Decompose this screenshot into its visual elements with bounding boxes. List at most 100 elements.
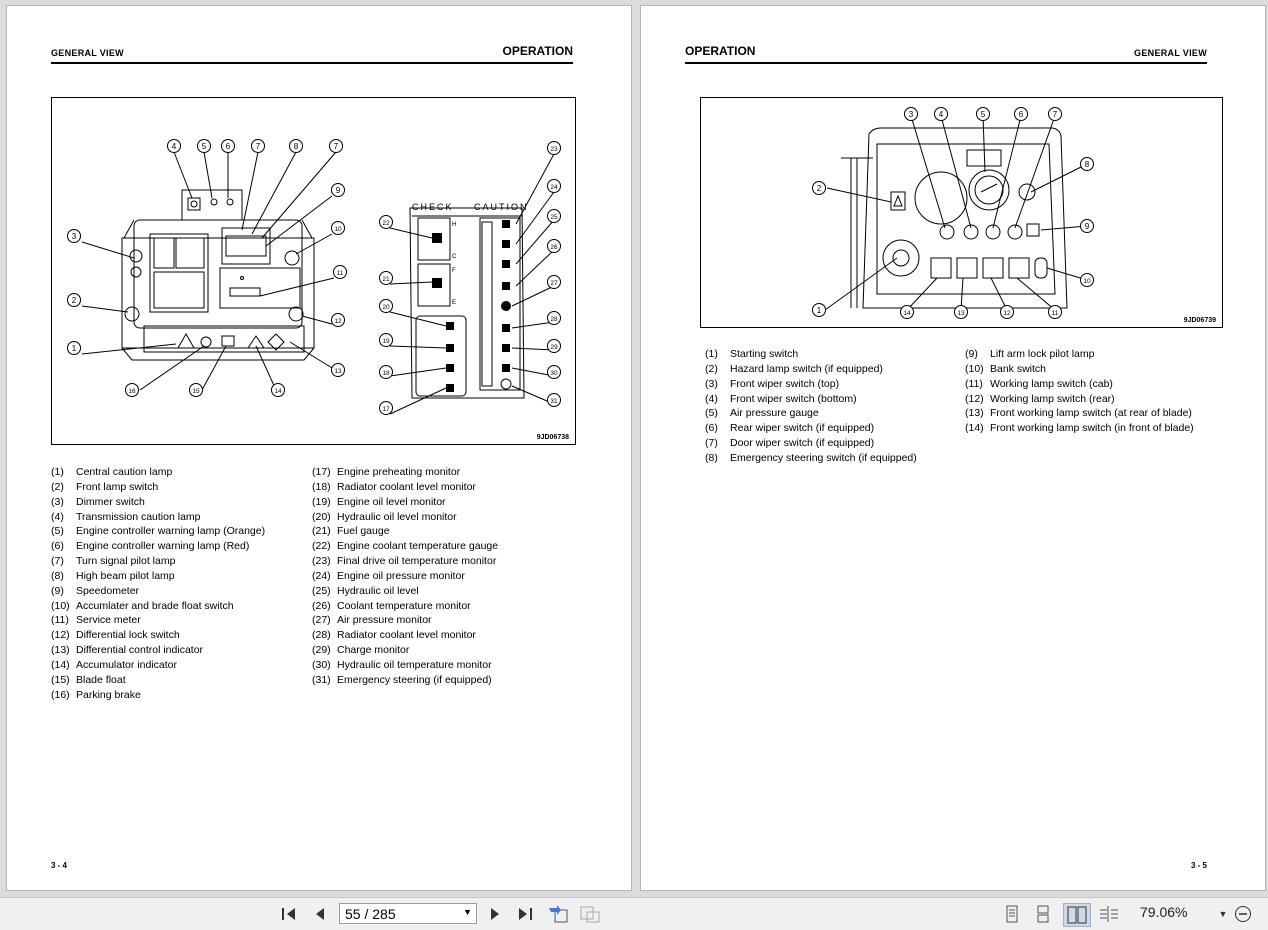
legend-item: (8)High beam pilot lamp bbox=[51, 569, 265, 584]
legend-item: (17)Engine preheating monitor bbox=[312, 465, 498, 480]
legend-text: Charge monitor bbox=[337, 644, 410, 657]
legend-text: Air pressure monitor bbox=[337, 614, 432, 627]
legend-item: (1)Central caution lamp bbox=[51, 465, 265, 480]
legend-text: Blade float bbox=[76, 673, 126, 686]
legend-number: (8) bbox=[705, 451, 718, 464]
legend-text: Hydraulic oil level bbox=[337, 584, 419, 597]
legend-text: Radiator coolant level monitor bbox=[337, 480, 476, 493]
legend-item: (29)Charge monitor bbox=[312, 643, 498, 658]
callout-number: 2 bbox=[817, 184, 822, 193]
legend-text: Differential lock switch bbox=[76, 629, 180, 642]
first-page-button[interactable] bbox=[278, 903, 300, 925]
legend-text: Hazard lamp switch (if equipped) bbox=[730, 362, 883, 375]
callout-circle bbox=[331, 363, 345, 377]
legend-item: (12)Working lamp switch (rear) bbox=[965, 392, 1194, 407]
callout-number: 28 bbox=[550, 316, 558, 323]
callout-circle bbox=[904, 107, 918, 121]
legend-text: Fuel gauge bbox=[337, 525, 390, 538]
legend-number: (28) bbox=[312, 629, 331, 642]
legend-column-2: (9)Lift arm lock pilot lamp(10)Bank swit… bbox=[965, 347, 1194, 436]
callout-circle bbox=[251, 139, 265, 153]
callout-circle bbox=[271, 383, 285, 397]
callout-circle bbox=[812, 181, 826, 195]
callout-circle bbox=[167, 139, 181, 153]
callout-number: 7 bbox=[334, 142, 339, 151]
two-page-continuous-view-button[interactable] bbox=[1097, 903, 1121, 925]
go-back-icon bbox=[549, 905, 568, 923]
legend-text: Final drive oil temperature monitor bbox=[337, 555, 497, 568]
continuous-view-button[interactable] bbox=[1032, 903, 1054, 925]
callout-circle bbox=[547, 365, 561, 379]
go-forward-icon bbox=[580, 906, 600, 923]
legend-item: (14)Front working lamp switch (in front … bbox=[965, 421, 1194, 436]
legend-text: Engine preheating monitor bbox=[337, 466, 461, 478]
figure-code: 9JD06738 bbox=[536, 434, 569, 441]
single-page-view-button[interactable] bbox=[1001, 903, 1023, 925]
legend-item: (11)Service meter bbox=[51, 613, 265, 628]
two-page-view-button[interactable] bbox=[1063, 903, 1091, 927]
prev-page-icon bbox=[316, 908, 324, 920]
callout-number: 5 bbox=[202, 142, 207, 151]
legend-number: (26) bbox=[312, 599, 331, 612]
legend-item: (14)Accumulator indicator bbox=[51, 658, 265, 673]
check-label: CHECK bbox=[412, 202, 454, 212]
page-header: GENERAL VIEW OPERATION bbox=[51, 40, 573, 64]
callout-circle bbox=[379, 365, 393, 379]
section-label: GENERAL VIEW bbox=[1134, 48, 1207, 58]
callout-number: 13 bbox=[334, 368, 342, 375]
legend-text: Engine oil level monitor bbox=[337, 495, 446, 508]
callout-circle bbox=[125, 383, 139, 397]
callout-circle bbox=[333, 265, 347, 279]
next-page-button[interactable] bbox=[484, 903, 506, 925]
gauge-c-label: C bbox=[452, 254, 457, 260]
callout-number: 2 bbox=[72, 296, 77, 305]
callout-number: 21 bbox=[382, 276, 390, 283]
zoom-dropdown-icon[interactable]: ▼ bbox=[1218, 909, 1228, 919]
callout-number: 27 bbox=[550, 280, 558, 287]
legend-item: (2)Front lamp switch bbox=[51, 480, 265, 495]
callout-circle bbox=[934, 107, 948, 121]
callout-circle bbox=[379, 299, 393, 313]
go-back-button[interactable] bbox=[546, 903, 570, 925]
zoom-level[interactable]: 79.06% bbox=[1140, 904, 1188, 920]
legend-item: (19)Engine oil level monitor bbox=[312, 495, 498, 510]
legend-number: (14) bbox=[51, 658, 70, 671]
legend-text: Rear wiper switch (if equipped) bbox=[730, 422, 875, 435]
legend-number: (2) bbox=[51, 480, 64, 493]
legend-number: (23) bbox=[312, 555, 331, 568]
legend-number: (5) bbox=[51, 525, 64, 538]
page-number: 3 - 4 bbox=[51, 861, 68, 870]
document-viewport[interactable]: GENERAL VIEW OPERATION bbox=[0, 0, 1268, 897]
legend-number: (10) bbox=[51, 599, 70, 612]
callout-number: 23 bbox=[550, 146, 558, 153]
legend-text: Dimmer switch bbox=[76, 495, 145, 508]
callout-circle bbox=[547, 239, 561, 253]
legend-number: (4) bbox=[705, 392, 718, 405]
legend-text: Engine oil pressure monitor bbox=[337, 569, 465, 582]
page-number-input[interactable]: 55 / 285 ▼ bbox=[339, 903, 477, 924]
legend-item: (18) Radiator coolant level monitor bbox=[312, 480, 498, 495]
zoom-out-button[interactable] bbox=[1232, 903, 1254, 925]
legend-text: Front working lamp switch (at rear of bl… bbox=[990, 407, 1192, 420]
callout-circle bbox=[547, 179, 561, 193]
legend-number: (7) bbox=[51, 555, 64, 568]
legend-text: Emergency steering (if equipped) bbox=[337, 673, 492, 686]
callout-number: 9 bbox=[1085, 222, 1090, 231]
gauge-f-label: F bbox=[452, 268, 456, 274]
previous-page-button[interactable] bbox=[308, 903, 330, 925]
legend-item: (5)Engine controller warning lamp (Orang… bbox=[51, 524, 265, 539]
legend-item: (16)Parking brake bbox=[51, 688, 265, 703]
chevron-down-icon[interactable]: ▼ bbox=[463, 907, 472, 917]
callout-circle bbox=[67, 341, 81, 355]
legend-item: (6)Engine controller warning lamp (Red) bbox=[51, 539, 265, 554]
callout-number: 10 bbox=[334, 226, 342, 233]
chapter-label: OPERATION bbox=[685, 44, 756, 58]
legend-text: Parking brake bbox=[76, 688, 141, 701]
last-page-button[interactable] bbox=[513, 903, 537, 925]
legend-number: (10) bbox=[965, 362, 984, 375]
go-forward-button[interactable] bbox=[578, 903, 602, 925]
legend-item: (20)Hydraulic oil level monitor bbox=[312, 510, 498, 525]
legend-number: (18) bbox=[312, 480, 331, 493]
legend-text: Coolant temperature monitor bbox=[337, 599, 471, 612]
